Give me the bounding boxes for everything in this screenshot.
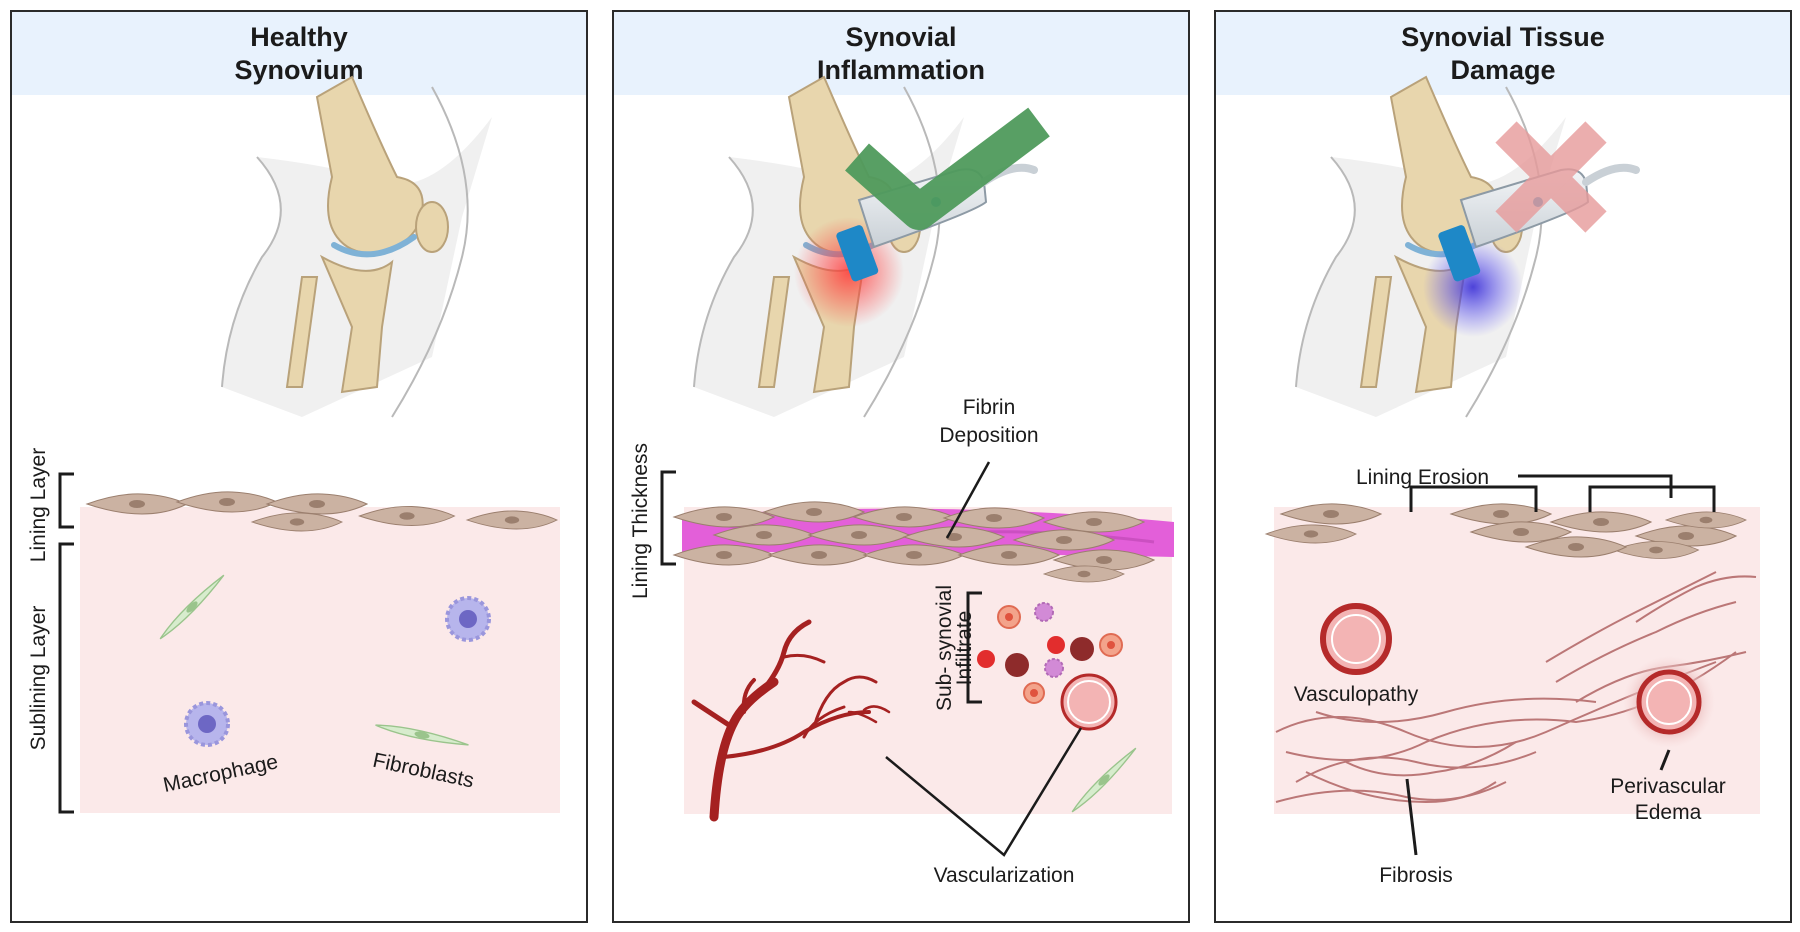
- lining-erosion-label: Lining Erosion: [1356, 466, 1489, 489]
- sublining-layer-label: Sublining Layer: [27, 606, 50, 751]
- panel-synovial-inflammation: Synovial Inflammation: [612, 10, 1190, 923]
- perivascular-edema-label-line1: Perivascular: [1610, 775, 1726, 798]
- lining-thickness-bracket: [660, 470, 676, 566]
- vasculopathy-label: Vasculopathy: [1294, 683, 1419, 706]
- fibrosis-label: Fibrosis: [1379, 864, 1453, 887]
- cross-icon: [1495, 121, 1607, 233]
- vascularization-leader-lines: [885, 727, 1083, 857]
- tissue-section: [1265, 503, 1760, 814]
- fibrosis-leader-line: [1405, 778, 1418, 856]
- fibrin-deposition-label-line1: Fibrin: [963, 396, 1016, 419]
- blood-vessel-icon: [1060, 673, 1118, 731]
- tissue-section: [80, 491, 560, 813]
- panel-header: Synovial Tissue Damage: [1216, 12, 1790, 95]
- fibrosis-strands: [1275, 571, 1757, 804]
- panel-title: Synovial Tissue Damage: [1401, 21, 1605, 85]
- vascular-branches: [691, 619, 891, 822]
- synovial-inflammation-illustration: Lining Thickness Fibrin Deposition Sub- …: [629, 12, 1174, 887]
- fibrin-deposition-label-line2: Deposition: [939, 424, 1038, 447]
- knee-joint-icon: [222, 77, 492, 417]
- lining-erosion-bracket-lines: [1409, 474, 1716, 512]
- tissue-section: [673, 501, 1174, 822]
- macrophage-cell: [184, 701, 230, 747]
- panel-header: Healthy Synovium: [12, 12, 586, 95]
- lining-layer-bracket: [58, 472, 74, 529]
- infiltrate-cells: [977, 602, 1123, 704]
- infiltrate-label-line2: Infiltrate: [953, 611, 976, 686]
- vasculopathy-vessel-icon: [1320, 603, 1392, 675]
- vascularization-label: Vascularization: [934, 864, 1075, 887]
- panel-title: Synovial Inflammation: [816, 21, 985, 85]
- healthy-synovium-illustration: Lining Layer Sublining Layer Macrophage …: [27, 12, 560, 814]
- perivascular-leader-line: [1659, 749, 1671, 771]
- lining-layer-label: Lining Layer: [27, 448, 50, 562]
- infiltrate-bracket: [966, 591, 982, 704]
- synovial-tissue-damage-illustration: Lining Erosion Vasculopathy Perivascular…: [1265, 12, 1760, 887]
- perivascular-edema-vessel-icon: [1623, 656, 1715, 748]
- check-icon: [845, 107, 1050, 230]
- lining-thickness-label: Lining Thickness: [629, 443, 652, 599]
- panel-synovial-tissue-damage: Synovial Tissue Damage: [1214, 10, 1792, 923]
- infiltrate-label-line1: Sub- synovial: [933, 585, 956, 711]
- knee-joint-icon: [1296, 77, 1566, 417]
- sublining-layer-bracket: [58, 542, 74, 814]
- fibrin-leader-line: [945, 461, 991, 539]
- macrophage-cell: [445, 596, 491, 642]
- panel-header: Synovial Inflammation: [614, 12, 1188, 95]
- perivascular-edema-label-line2: Edema: [1635, 801, 1702, 824]
- panel-healthy-synovium: Healthy Synovium Lining Layer Sublining …: [10, 10, 588, 923]
- panel-title: Healthy Synovium: [234, 21, 364, 85]
